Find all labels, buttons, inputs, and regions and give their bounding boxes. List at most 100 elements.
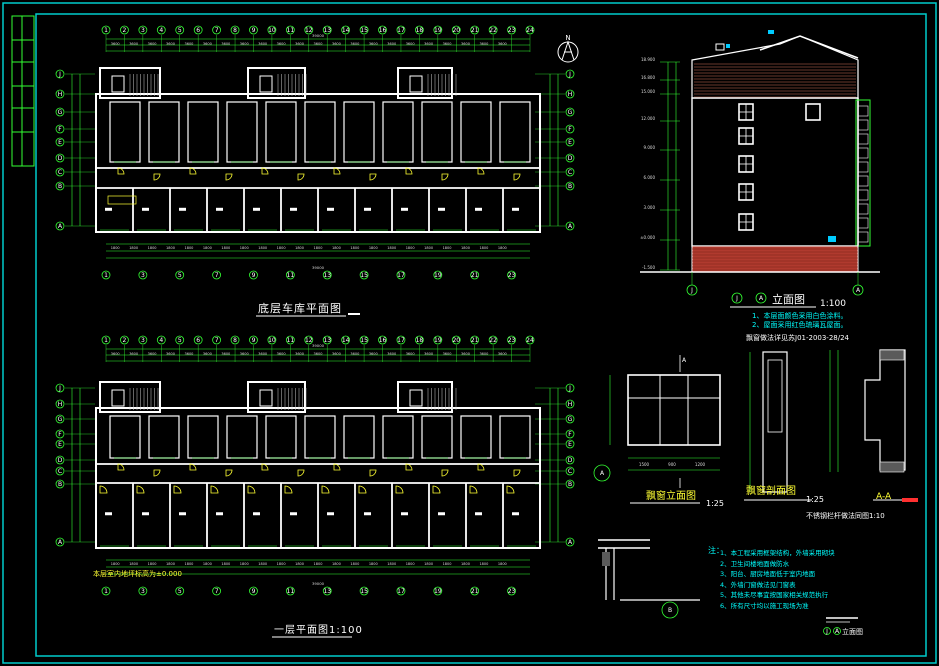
upper-room [499, 101, 531, 163]
grid-bubble [193, 25, 203, 35]
room-tag [475, 207, 482, 211]
grid-bubble [565, 399, 575, 409]
dimension-text: 1800 [295, 562, 304, 566]
grid-label: 9 [252, 272, 256, 279]
grid-label: F [58, 126, 62, 133]
dimension-text: 3600 [406, 42, 415, 46]
grid-bubble [304, 335, 314, 345]
dimension-text: 3600 [221, 352, 230, 356]
grid-bubble [565, 466, 575, 476]
grid-label: 14 [342, 337, 350, 344]
upper-room [382, 415, 414, 459]
grid-bubble [470, 586, 480, 596]
level-text: 6.000 [644, 175, 656, 180]
grid-label: B [668, 607, 672, 614]
cyan-marker [768, 30, 774, 34]
grid-label: 8 [233, 337, 237, 344]
grid-bubble [249, 586, 258, 596]
grid-bubble [322, 335, 332, 345]
stair-tower [247, 67, 306, 99]
grid-bubble [120, 335, 129, 345]
room-tag [401, 207, 408, 211]
grid-bubble [396, 586, 406, 596]
upper-room [226, 101, 258, 163]
grid-label: 19 [434, 588, 442, 595]
grid-bubble [212, 25, 222, 35]
grid-bubble [731, 292, 743, 304]
grid-bubble [525, 25, 535, 35]
elevation-note-1: 1、本层面颜色采用白色涂料。 [752, 312, 848, 320]
door-swing [99, 485, 108, 494]
dimension-text: 3600 [332, 352, 341, 356]
door-swing [225, 469, 233, 477]
dimension-text: 1800 [277, 562, 286, 566]
grid-bubble [55, 221, 65, 231]
grid-label: 7 [215, 588, 219, 595]
door-swing [395, 485, 404, 494]
grid-bubble [433, 335, 443, 345]
dimension-text: 1800 [240, 562, 249, 566]
dimension-text: 1800 [350, 246, 359, 250]
grid-label: 19 [434, 272, 442, 279]
grid-label: 14 [342, 27, 350, 34]
dimension-text: 3600 [461, 42, 470, 46]
dimension-text: 3600 [332, 42, 341, 46]
grid-bubble [55, 107, 65, 117]
room-tag [512, 207, 519, 211]
room-tag [216, 207, 223, 211]
bottom-right-title: 立面图 [842, 628, 863, 636]
grid-label: 2 [123, 27, 127, 34]
dimension-text: 1800 [277, 246, 286, 250]
grid-label: 21 [471, 588, 479, 595]
door-swing [369, 173, 377, 181]
grid-bubble [378, 25, 387, 35]
grid-label: J [568, 385, 571, 392]
grid-bubble [565, 414, 575, 424]
grid-label: 10 [268, 27, 276, 34]
dimension-text: 3600 [498, 42, 507, 46]
grid-label: 6 [196, 337, 200, 344]
elevator-shaft [111, 389, 125, 407]
door-swing [261, 463, 269, 471]
grid-bubble [565, 537, 575, 547]
grid-label: A [58, 539, 63, 546]
elevator-shaft [259, 75, 273, 93]
grid-label: 23 [508, 27, 516, 34]
upper-room [187, 101, 219, 163]
grid-bubble [565, 153, 575, 163]
grid-label: A [568, 223, 573, 230]
dimension-text: 3600 [166, 352, 175, 356]
grid-label: C [568, 468, 572, 475]
door-swing [405, 463, 413, 471]
dimension-text: 3600 [277, 42, 286, 46]
grid-label: 12 [305, 27, 313, 34]
room-tag [290, 512, 297, 516]
dimension-text: 3600 [314, 352, 323, 356]
grid-bubble [396, 25, 406, 35]
grid-bubble [565, 383, 575, 393]
grid-label: 13 [323, 272, 331, 279]
dimension-text: 1800 [258, 246, 267, 250]
slab-hatch [879, 461, 905, 473]
grid-label: H [58, 91, 63, 98]
grid-bubble [285, 335, 295, 345]
dimension-text: 3600 [369, 42, 378, 46]
balcony-panel [857, 175, 869, 187]
dimension-text: 1800 [203, 246, 212, 250]
grid-bubble [341, 335, 351, 345]
grid-label: F [568, 126, 572, 133]
grid-bubble [55, 399, 65, 409]
notes-heading: 注： [708, 546, 724, 555]
grid-label: 7 [215, 27, 219, 34]
grid-label: 22 [489, 337, 497, 344]
balcony-panel [857, 189, 869, 201]
grid-bubble [55, 414, 65, 424]
upper-room [265, 415, 297, 459]
grid-label: 11 [287, 337, 295, 344]
dimension-text: 1800 [240, 246, 249, 250]
grid-bubble [212, 335, 222, 345]
grid-bubble [451, 25, 461, 35]
grid-bubble [55, 466, 65, 476]
dimension-text: 3600 [479, 42, 488, 46]
